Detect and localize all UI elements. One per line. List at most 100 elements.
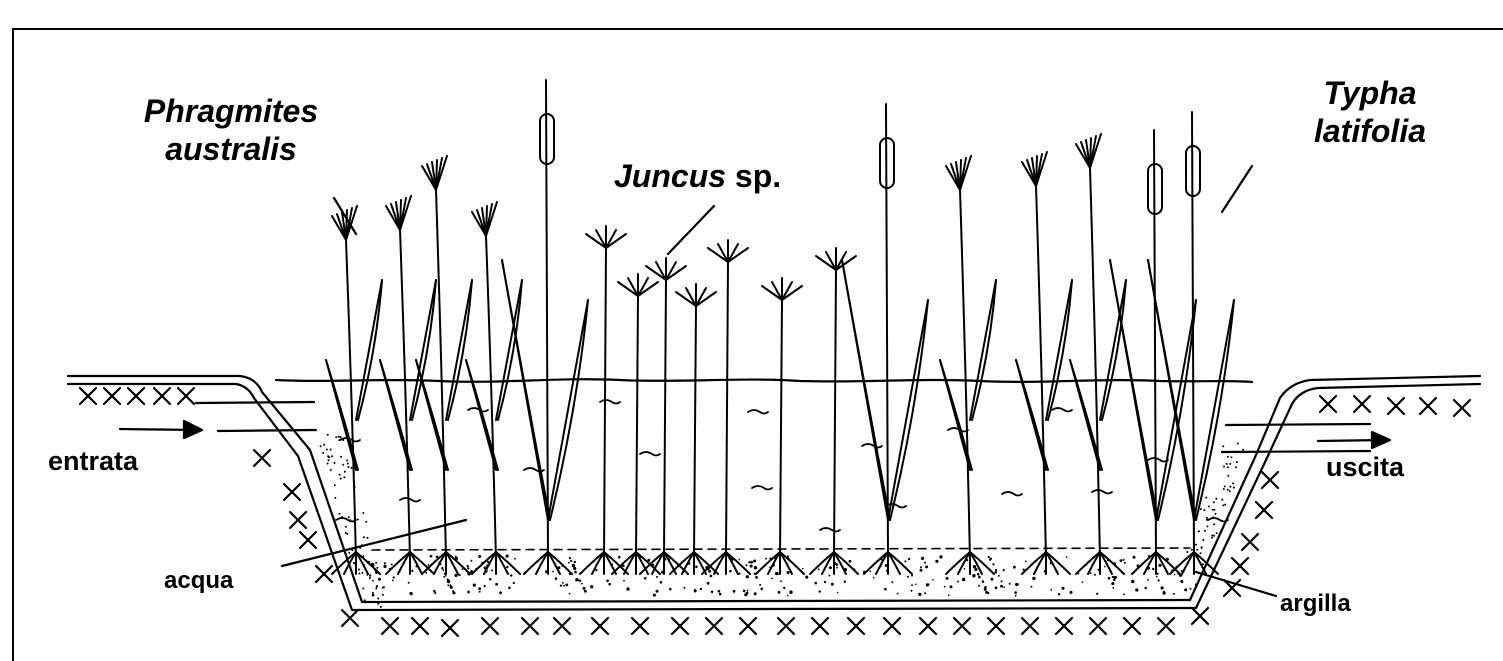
water-ripple bbox=[1208, 518, 1228, 522]
clay-dot bbox=[351, 549, 353, 551]
label-phragmites-australis: Phragmites australis bbox=[96, 92, 366, 168]
clay-dot bbox=[363, 536, 365, 538]
soil-cross-mark bbox=[104, 388, 120, 404]
leader-juncus bbox=[668, 206, 714, 254]
clay-dot bbox=[743, 590, 746, 593]
soil-cross-mark bbox=[254, 450, 270, 466]
reed-stem bbox=[1090, 168, 1100, 560]
clay-dot bbox=[683, 587, 685, 589]
clay-dot bbox=[326, 449, 328, 451]
clay-dot bbox=[467, 591, 470, 594]
clay-dot bbox=[606, 580, 609, 583]
plant-leaf bbox=[380, 360, 412, 470]
soil-cross-mark bbox=[382, 618, 398, 634]
rush-stem bbox=[780, 300, 782, 556]
clay-dot bbox=[581, 583, 583, 585]
clay-dot bbox=[331, 455, 333, 457]
plant-root bbox=[592, 552, 604, 574]
juncus-plant bbox=[670, 284, 718, 574]
clay-dot bbox=[1211, 537, 1213, 539]
clay-dot bbox=[445, 575, 447, 577]
clay-dot bbox=[375, 588, 377, 590]
clay-dot bbox=[1212, 509, 1214, 511]
clay-dot bbox=[428, 564, 430, 566]
soil-cross-mark bbox=[848, 618, 864, 634]
clay-dot bbox=[334, 484, 336, 486]
clay-dot bbox=[1215, 498, 1217, 500]
clay-dot bbox=[1120, 559, 1123, 562]
rush-stem bbox=[834, 270, 836, 556]
clay-dot bbox=[950, 585, 953, 588]
plant-leaf bbox=[446, 280, 472, 420]
clay-dot bbox=[1227, 466, 1229, 468]
clay-dot bbox=[380, 606, 382, 608]
soil-cross-mark bbox=[812, 618, 828, 634]
clay-dot bbox=[824, 581, 826, 583]
clay-dot bbox=[982, 580, 985, 583]
clay-dot bbox=[434, 592, 436, 594]
plants bbox=[326, 80, 1234, 574]
clay-dot bbox=[761, 588, 764, 591]
clay-dot bbox=[708, 570, 711, 573]
soil-cross-mark bbox=[740, 618, 756, 634]
clay-dot bbox=[442, 569, 444, 571]
plant-root bbox=[682, 552, 694, 574]
clay-dot bbox=[1216, 532, 1218, 534]
plant-root bbox=[1100, 552, 1112, 574]
clay-dot bbox=[771, 578, 773, 580]
water-ripple bbox=[400, 498, 420, 502]
clay-dot bbox=[935, 560, 938, 563]
soil-cross-mark bbox=[1242, 534, 1258, 550]
clay-dot bbox=[384, 562, 386, 564]
clay-dot bbox=[382, 587, 384, 589]
clay-dot bbox=[372, 592, 374, 594]
plant-root bbox=[780, 552, 804, 574]
clay-dot bbox=[1003, 569, 1005, 571]
clay-dot bbox=[964, 568, 966, 570]
clay-dot bbox=[1195, 584, 1197, 586]
clay-dot bbox=[580, 580, 582, 582]
clay-dot bbox=[656, 590, 659, 593]
clay-dot bbox=[569, 557, 571, 559]
clay-dot bbox=[754, 566, 757, 569]
plant-root bbox=[422, 552, 446, 574]
clay-dot bbox=[574, 571, 577, 574]
clay-dot bbox=[1135, 588, 1138, 591]
clay-dot bbox=[978, 585, 980, 587]
clay-dot bbox=[995, 586, 998, 589]
clay-dot bbox=[719, 593, 722, 596]
soil-cross-mark bbox=[1192, 608, 1208, 624]
clay-dot bbox=[739, 559, 741, 561]
clay-dot bbox=[1211, 534, 1213, 536]
clay-dot bbox=[939, 555, 942, 558]
plant-root bbox=[386, 552, 410, 574]
clay-dot bbox=[562, 582, 564, 584]
clay-dot bbox=[1227, 475, 1229, 477]
plant-root bbox=[1156, 552, 1168, 574]
plant-root bbox=[1182, 552, 1194, 574]
clay-dot bbox=[1009, 583, 1011, 585]
water-ripple bbox=[752, 486, 772, 490]
clay-dot bbox=[748, 561, 750, 563]
clay-dot bbox=[508, 587, 511, 590]
soil-cross-mark bbox=[1022, 618, 1038, 634]
water-ripple bbox=[336, 518, 356, 522]
clay-dot bbox=[1123, 593, 1125, 595]
clay-dot bbox=[1094, 574, 1096, 576]
clay-dot bbox=[510, 574, 512, 576]
clay-dot bbox=[340, 478, 342, 480]
clay-dot bbox=[1163, 591, 1165, 593]
plant-root bbox=[888, 552, 912, 574]
clay-dot bbox=[590, 585, 593, 588]
plant-root bbox=[640, 552, 664, 574]
clay-dot bbox=[1156, 576, 1158, 578]
clay-dot bbox=[484, 585, 486, 587]
clay-dot bbox=[1196, 549, 1198, 551]
clay-dot bbox=[1237, 443, 1239, 445]
clay-dot bbox=[330, 469, 332, 471]
clay-dot bbox=[506, 566, 508, 568]
plant-root bbox=[434, 552, 446, 574]
clay-dot bbox=[339, 513, 341, 515]
clay-dot bbox=[499, 591, 502, 594]
clay-dot bbox=[926, 583, 929, 586]
